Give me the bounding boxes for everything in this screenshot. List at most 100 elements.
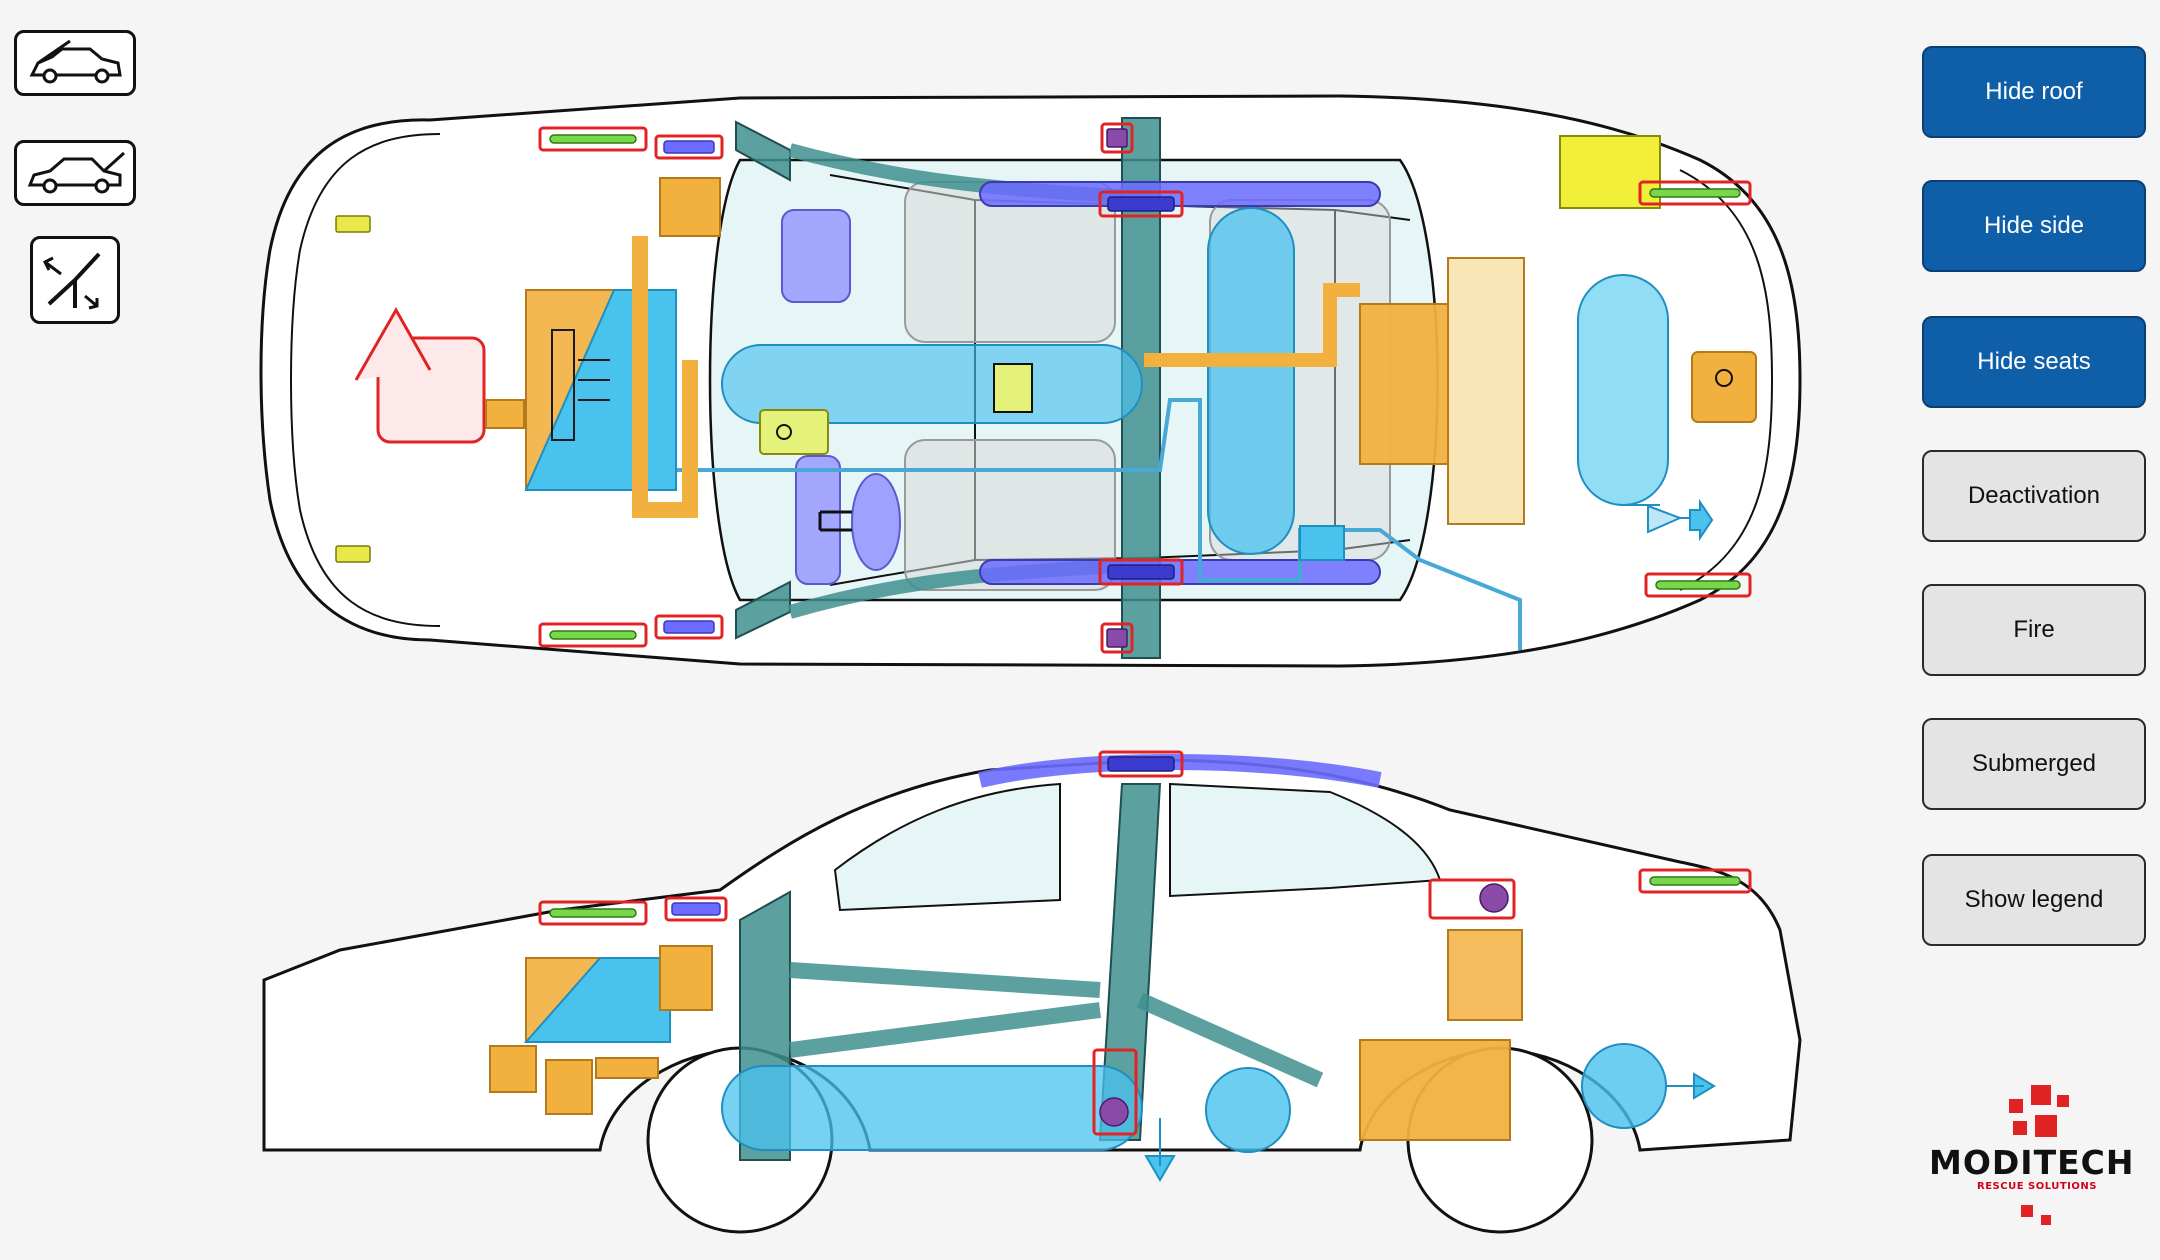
service-plug [993,363,1033,413]
cut-zone-button[interactable] [30,236,120,324]
hydrogen-tank-rear [1577,274,1669,506]
side-inflator-frame-front [664,896,728,922]
side-strut-frame-1 [538,900,648,926]
side-roof-inflator [1107,756,1175,772]
hydrogen-tank-middle [1207,207,1295,555]
logo-squares-icon [2009,1085,2069,1225]
side-strut-frame-2 [1638,868,1752,894]
inflator-frame-6 [1100,622,1134,654]
show-legend-button[interactable]: Show legend [1922,854,2146,946]
hood-strut-left [549,134,637,144]
side-inflator-front [671,902,721,916]
hood-open-view-button[interactable] [14,30,136,96]
side-aux-box-3 [595,1057,659,1079]
hide-seats-button[interactable]: Hide seats [1922,316,2146,408]
hydrogen-line [660,398,1522,650]
cut-zone-icon [42,252,101,310]
key-icon [776,424,792,440]
car-hood-open-icon [29,39,122,84]
side-hydrogen-tank [721,1065,1143,1151]
stack-frame [551,329,575,441]
smart-key-location [759,409,829,455]
hydrogen-tank-front [721,344,1143,424]
side-hydrogen-tank-mid [1205,1067,1291,1153]
side-view [262,750,1802,1234]
front-sensor-right [335,545,371,563]
seatbelt-pretensioner-left [1106,128,1128,148]
inflator-frame-3 [1098,190,1184,218]
passenger-airbag [795,455,841,585]
side-pcu [659,945,713,1011]
side-hydrogen-tank-rear [1581,1043,1667,1129]
deactivation-button[interactable]: Deactivation [1922,450,2146,542]
a-pillar-right [735,580,791,640]
front-sensor-left [335,215,371,233]
side-aux-box-1 [489,1045,537,1093]
side-trunk-strut [1649,876,1741,886]
vent-arrow-down [1144,1118,1176,1182]
curtain-airbag-left [979,181,1381,207]
steering-column [818,510,852,532]
inflator-frame-2 [654,614,724,640]
side-aux-box-2 [545,1059,593,1115]
side-hood-strut [549,908,637,918]
submerged-button[interactable]: Submerged [1922,718,2146,810]
hv-cable-front [632,236,698,518]
front-hv-connector [485,399,525,429]
side-dc-converter [1447,929,1523,1021]
strut-frame-3 [1638,180,1752,206]
logo-wordmark: MODITECH [1929,1143,2135,1182]
side-pretensioner [1099,1097,1129,1127]
side-hv-battery [1359,1039,1511,1141]
side-fuel-cell-cooler [523,957,671,1043]
inflator-b-pillar-right [1107,564,1175,580]
trunk-open-view-button[interactable] [14,140,136,206]
side-pretensioner-frame [1092,1048,1138,1136]
side-inflator-frame-rear [1428,878,1516,920]
logo-tagline: RESCUE SOLUTIONS [1977,1181,2097,1192]
inflator-front-right [663,620,715,634]
front-side-window [833,782,1061,912]
vehicle-diagram [259,94,1802,1234]
inflator-b-pillar-left [1107,196,1175,212]
driver-airbag [781,209,851,303]
fire-button[interactable]: Fire [1922,584,2146,676]
steering-airbag [851,473,901,571]
warning-triangle-icon [354,306,432,381]
side-rear-inflator [1479,883,1509,913]
front-right-seat [904,439,1116,591]
curtain-airbag-right [979,559,1381,585]
hv-battery [1359,303,1449,465]
trunk-strut-left [1649,188,1741,198]
side-door-beams [788,962,1324,1088]
moditech-logo: MODITECH RESCUE SOLUTIONS [1925,1085,2150,1230]
stack-arrows [578,359,610,401]
12v-terminal-icon [1715,369,1733,387]
side-inflator-frame [1098,750,1184,778]
inflator-frame-1 [654,134,724,160]
rear-bumper-line [1679,169,1774,591]
inflator-frame-5 [1100,122,1134,154]
front-bumper-line [290,133,441,627]
hood-strut-right [549,630,637,640]
seatbelt-pretensioner-right [1106,628,1128,648]
strut-frame-2 [538,622,648,648]
hide-side-button[interactable]: Hide side [1922,180,2146,272]
pcu-module [659,177,721,237]
a-pillar-left [735,120,791,182]
top-view [259,94,1802,668]
strut-frame-4 [1644,572,1752,598]
trunk-strut-right [1655,580,1741,590]
hydrogen-valve-block [1299,525,1345,561]
inflator-frame-4 [1098,558,1184,586]
vent-arrow-rear [1666,1072,1716,1100]
rear-fuse-box [1559,135,1661,209]
hv-cable-rear [1144,283,1360,367]
inflator-front-left [663,140,715,154]
dc-converter [1447,257,1525,525]
car-trunk-open-icon [27,151,126,194]
strut-frame-1 [538,126,648,152]
rear-vent-arrow [1689,498,1714,542]
hide-roof-button[interactable]: Hide roof [1922,46,2146,138]
